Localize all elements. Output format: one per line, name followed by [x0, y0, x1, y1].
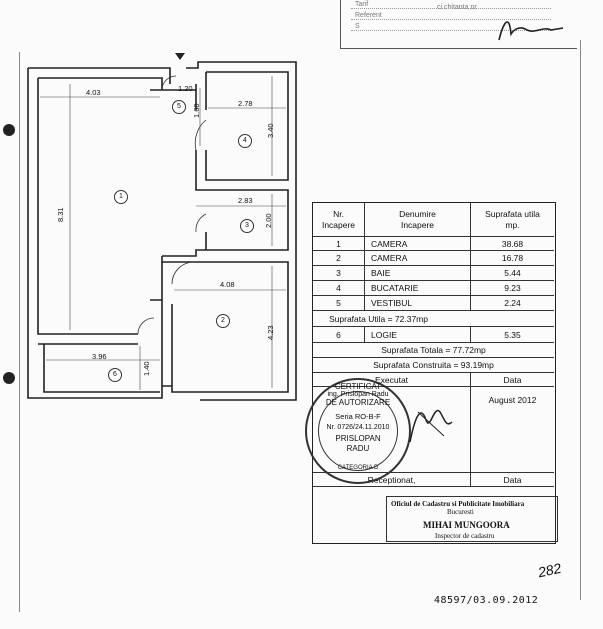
reference-number: 48597/03.09.2012 — [434, 595, 539, 606]
cell-area: 38.68 — [501, 238, 524, 249]
dim-160: 1.60 — [192, 103, 201, 118]
certification-stamp — [305, 378, 411, 484]
constructed-area: Suprafata Construita = 93.19mp — [373, 360, 494, 370]
stamp-engineer: ing. Prislopan Radu — [327, 391, 389, 398]
form-line-tarif: Tarif — [355, 1, 369, 8]
dim-408: 4.08 — [220, 280, 235, 289]
room-number-4: 4 — [238, 134, 252, 148]
dim-140: 1.40 — [142, 361, 151, 376]
binder-hole-bottom — [3, 372, 15, 384]
top-signature — [498, 21, 564, 41]
dim-403: 4.03 — [86, 88, 101, 97]
cell-name: CAMERA — [365, 251, 471, 265]
stamp-cert: CERTIFICAT — [334, 382, 382, 391]
header-name: Denumire — [399, 208, 436, 219]
cell-nr: 4 — [313, 281, 365, 295]
table-row: 3 BAIE 5.44 — [313, 266, 554, 281]
dim-396: 3.96 — [92, 352, 107, 361]
dim-423: 4.23 — [266, 325, 275, 340]
cell-area: 2.24 — [504, 298, 521, 308]
form-line-s: S — [355, 23, 360, 30]
stamp-name2: RADU — [346, 444, 370, 453]
executed-date: August 2012 — [488, 395, 537, 405]
room-number-2: 2 — [216, 314, 230, 328]
cell-name: LOGIE — [365, 327, 471, 342]
cell-name: VESTIBUL — [365, 296, 471, 310]
cell-area: 9.23 — [504, 283, 521, 293]
stamp-number: Nr. 0726/24.11.2010 — [326, 424, 390, 431]
dim-120: 1.20 — [178, 84, 193, 93]
cadastre-role: Inspector de cadastru — [435, 532, 495, 540]
room-number-5: 5 — [172, 100, 186, 114]
util-total-row: Suprafata Utila = 72.37mp — [313, 311, 554, 327]
received-label: Receptionat, — [313, 473, 471, 486]
cell-name: CAMERA — [365, 237, 471, 250]
table-row: 5 VESTIBUL 2.24 — [313, 296, 554, 311]
total-row: Suprafata Totala = 77.72mp — [313, 343, 554, 358]
table-row: 1 CAMERA 38.68 — [313, 237, 554, 251]
cell-area: 5.44 — [504, 268, 521, 278]
form-line-referent: Referent — [355, 12, 382, 19]
handwritten-number: 282 — [536, 559, 563, 581]
engineer-signature — [409, 409, 453, 443]
table-row-loggia: 6 LOGIE 5.35 — [313, 327, 554, 343]
util-total: Suprafata Utila = 72.37mp — [329, 313, 428, 324]
cell-nr: 1 — [313, 237, 365, 250]
stamp-category: CATEGORIA D — [337, 465, 379, 471]
north-arrow-icon — [175, 53, 185, 60]
executed-row: Executat Data — [313, 373, 554, 387]
total-area: Suprafata Totala = 77.72mp — [381, 345, 486, 355]
executed-body: August 2012 — [313, 387, 554, 473]
cadastre-name: MIHAI MUNGOORA — [423, 520, 510, 530]
room-number-6: 6 — [108, 368, 122, 382]
cell-nr: 2 — [313, 251, 365, 265]
cadastre-stamp: Oficiul de Cadastru si Publicitate Imobi… — [386, 496, 558, 542]
cell-nr: 6 — [313, 327, 365, 342]
data-label-2: Data — [503, 474, 522, 485]
cell-nr: 5 — [313, 296, 365, 310]
table-row: 2 CAMERA 16.78 — [313, 251, 554, 266]
constructed-row: Suprafata Construita = 93.19mp — [313, 358, 554, 373]
cadastre-line1: Oficiul de Cadastru si Publicitate Imobi… — [391, 500, 525, 508]
header-area-sub: mp. — [505, 219, 520, 230]
top-form: Tarif ci chitanta nr Referent S — [340, 0, 577, 49]
stamp-series: Seria RO-B-F — [335, 412, 381, 421]
table-row: 4 BUCATARIE 9.23 — [313, 281, 554, 296]
cell-nr: 3 — [313, 266, 365, 280]
dim-340: 3.40 — [266, 123, 275, 138]
dim-283: 2.83 — [238, 196, 253, 205]
header-name-sub: Incapere — [400, 219, 435, 230]
binder-hole-top — [3, 124, 15, 136]
stamp-authorization: DE AUTORIZARE — [325, 398, 391, 407]
executed-label: Executat — [313, 373, 471, 386]
dim-200: 2.00 — [264, 213, 273, 228]
cell-area: 16.78 — [501, 253, 524, 263]
cadastre-line2: Bucuresti — [447, 508, 474, 516]
stamp-name1: PRISLOPAN — [335, 434, 381, 443]
dim-831: 8.31 — [56, 207, 65, 222]
dim-278: 2.78 — [238, 99, 253, 108]
cell-name: BUCATARIE — [365, 281, 471, 295]
received-row: Receptionat, Data — [313, 473, 554, 487]
header-area: Suprafata utila — [485, 208, 540, 219]
room-number-3: 3 — [240, 219, 254, 233]
data-label: Data — [503, 374, 522, 385]
header-nr-sub: Incapere — [321, 219, 356, 230]
header-nr: Nr. — [333, 208, 344, 219]
form-line-chitanta: ci chitanta nr — [437, 4, 477, 11]
cell-area: 5.35 — [504, 329, 521, 340]
cell-name: BAIE — [365, 266, 471, 280]
room-number-1: 1 — [114, 190, 128, 204]
